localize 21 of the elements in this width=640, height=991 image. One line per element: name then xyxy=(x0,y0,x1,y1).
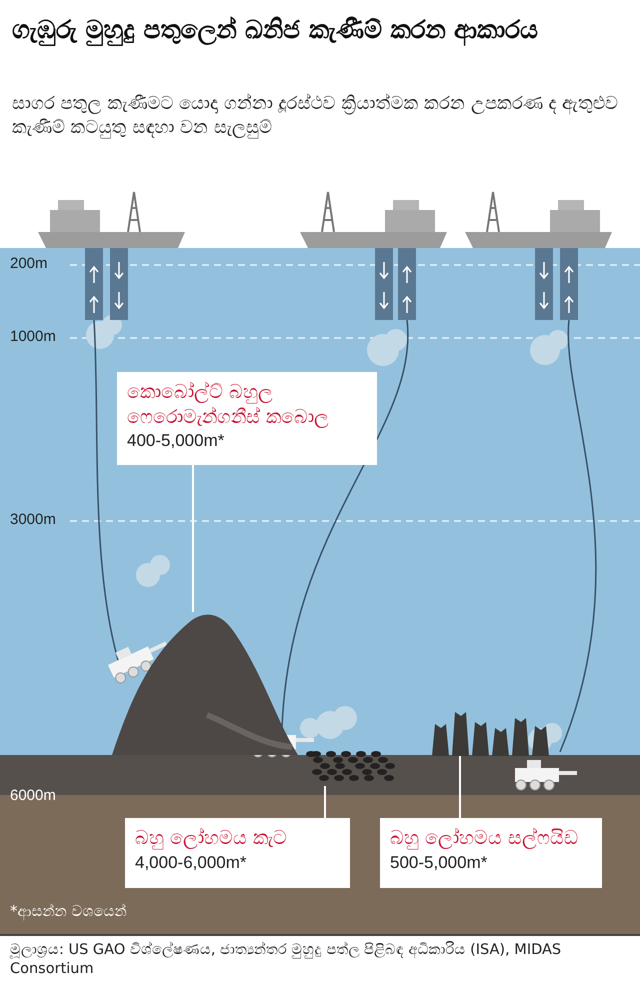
depth-label: 3000m xyxy=(10,511,57,528)
mineral-name: කොබෝල්ට් බහුල ෆෙරොමැන්ගනීස් කබොල xyxy=(127,380,330,430)
depth-range: 400-5,000m* xyxy=(127,430,226,452)
depth-range: 500-5,000m* xyxy=(390,852,488,874)
subtitle: සාගර පතුල කැණීමට යොදා ගන්නා දූරස්ථව ක්‍රියාත්මක කරන උපකරණ ද ඇතුළුව කැණීම් කටයුතු සඳහා වන සැලසුම් xyxy=(12,92,620,140)
leader-line xyxy=(459,756,461,818)
footnote: *ආසන්න වශයෙන් xyxy=(10,902,128,920)
title: ගැඹුරු මුහුදු පතුලෙන් ඛනිජ කැණීම් කරන ආකාරය xyxy=(12,14,540,46)
leader-line xyxy=(192,465,194,612)
callout-box xyxy=(117,372,377,465)
depth-label: 1000m xyxy=(10,328,57,345)
mineral-name: බහු ලෝහමය සල්ෆයිඩ xyxy=(390,826,580,851)
depth-label: 200m xyxy=(10,255,49,272)
callout-box xyxy=(380,818,602,888)
mineral-name: බහු ලෝහමය කැට xyxy=(135,826,288,851)
seamount-drawing xyxy=(112,612,298,755)
source-note: මූලාශ්‍රය: US GAO විශ්ලේෂණය, ජාත්‍යන්තර මුහුදු පත්ල පිළිබඳ අධිකාරිය (ISA), MIDAS Consortium xyxy=(10,941,562,979)
depth-label: 6000m xyxy=(10,787,57,804)
callout-box xyxy=(125,818,350,888)
depth-range: 4,000-6,000m* xyxy=(135,852,248,874)
leader-line xyxy=(324,786,326,818)
